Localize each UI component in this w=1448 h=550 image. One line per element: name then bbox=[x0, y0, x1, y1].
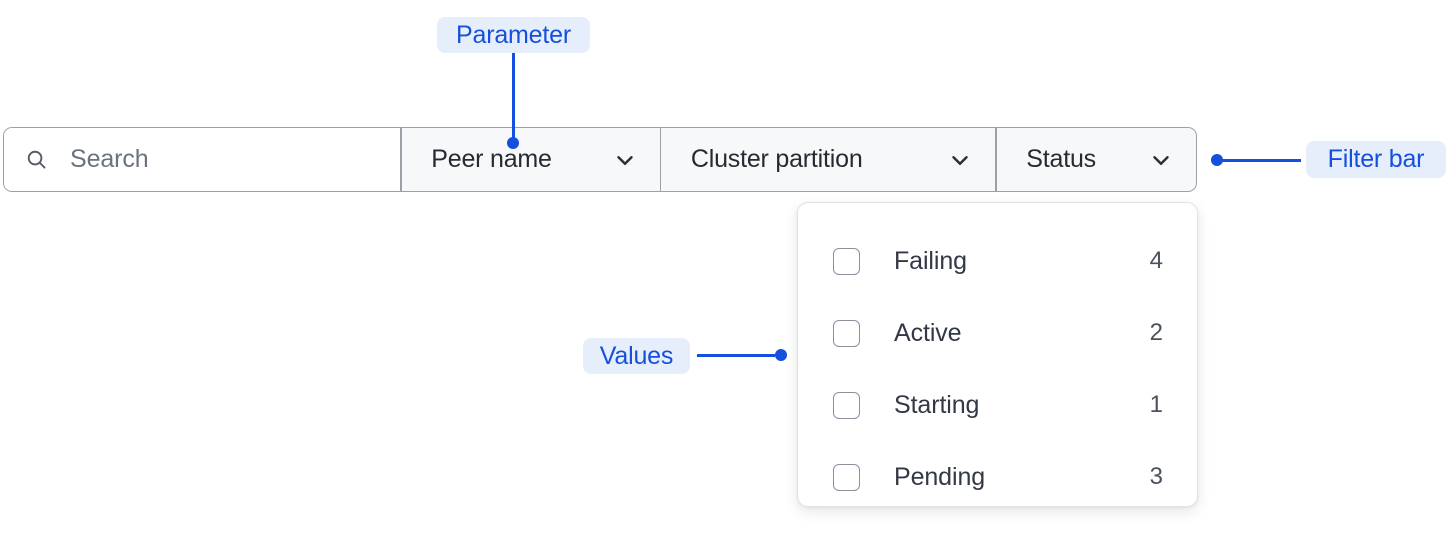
option-count: 3 bbox=[1149, 463, 1163, 490]
annotation-label-filter-bar: Filter bar bbox=[1306, 141, 1446, 178]
annotation-dot-filter-bar bbox=[1211, 154, 1223, 166]
option-label: Starting bbox=[894, 390, 980, 419]
filter-dropdown-cluster-partition[interactable]: Cluster partition bbox=[659, 128, 995, 191]
option-label: Pending bbox=[894, 462, 986, 491]
annotation-dot-parameter bbox=[507, 137, 519, 149]
annotation-connector-parameter bbox=[512, 53, 515, 141]
option-count: 2 bbox=[1149, 319, 1163, 346]
list-item[interactable]: Failing 4 bbox=[833, 225, 1163, 297]
checkbox-starting[interactable] bbox=[833, 391, 860, 419]
option-count: 1 bbox=[1149, 391, 1163, 418]
filter-dropdown-status[interactable]: Status bbox=[995, 128, 1196, 191]
checkbox-failing[interactable] bbox=[833, 247, 860, 275]
option-label: Active bbox=[894, 318, 962, 347]
search-icon bbox=[27, 150, 46, 169]
annotation-label-values: Values bbox=[583, 338, 690, 374]
annotation-connector-filter-bar bbox=[1221, 159, 1301, 162]
option-label: Failing bbox=[894, 246, 967, 275]
filter-dropdown-peer-name[interactable]: Peer name bbox=[400, 128, 660, 191]
list-item[interactable]: Pending 3 bbox=[833, 441, 1163, 513]
annotation-label-parameter: Parameter bbox=[437, 17, 590, 53]
filter-dropdown-label: Cluster partition bbox=[690, 145, 863, 173]
search-placeholder: Search bbox=[70, 145, 149, 173]
filter-bar: Search Peer name Cluster partition Statu… bbox=[3, 127, 1197, 192]
checkbox-active[interactable] bbox=[833, 319, 860, 347]
search-input[interactable]: Search bbox=[4, 128, 401, 191]
filter-dropdown-label: Peer name bbox=[431, 145, 552, 173]
list-item[interactable]: Starting 1 bbox=[833, 369, 1163, 441]
option-count: 4 bbox=[1149, 247, 1163, 274]
status-filter-dropdown-panel: Failing 4 Active 2 Starting 1 Pending 3 bbox=[797, 202, 1198, 507]
list-item[interactable]: Active 2 bbox=[833, 297, 1163, 369]
filter-dropdown-label: Status bbox=[1026, 145, 1096, 173]
chevron-down-icon bbox=[952, 155, 969, 165]
annotation-connector-values bbox=[697, 354, 775, 357]
checkbox-pending[interactable] bbox=[833, 463, 860, 491]
chevron-down-icon bbox=[1153, 155, 1169, 165]
chevron-down-icon bbox=[617, 155, 633, 165]
annotation-dot-values bbox=[775, 349, 787, 361]
